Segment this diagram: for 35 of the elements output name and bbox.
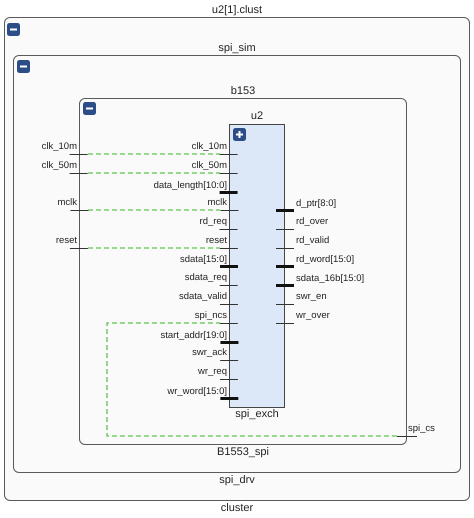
port-pin: wr_req	[198, 366, 238, 380]
instance-name: u2[1].clust	[212, 4, 262, 16]
instance-name: b153	[230, 84, 256, 98]
module-name: spi_drv	[219, 474, 255, 486]
port-pin: clk_50m	[192, 160, 238, 174]
port-pin: reset	[206, 234, 238, 248]
module-name: spi_exch	[235, 408, 279, 421]
port-pin: clk_50m	[42, 160, 88, 174]
port-pin: sdata[15:0]	[180, 254, 238, 268]
port-pin: swr_en	[276, 290, 327, 304]
port-pin: rd_req	[200, 216, 238, 230]
port-pin: spi_cs	[397, 422, 435, 436]
module-name: cluster	[220, 502, 254, 514]
port-pin: d_ptr[8:0]	[276, 198, 336, 212]
port-pin: start_addr[19:0]	[160, 330, 238, 344]
port-pin: mclk	[207, 196, 238, 210]
port-pin: swr_ack	[192, 346, 238, 360]
port-pin: wr_over	[276, 310, 330, 324]
port-pin: data_length[10:0]	[154, 180, 238, 194]
port-pin: rd_word[15:0]	[276, 254, 354, 268]
port-pin: sdata_valid	[178, 290, 238, 304]
port-pin: rd_valid	[276, 234, 330, 248]
port-pin: clk_10m	[42, 140, 88, 154]
instance-name: spi_sim	[218, 42, 256, 54]
port-pin: spi_ncs	[194, 310, 238, 324]
instance-name: u2	[250, 110, 264, 123]
port-pin: rd_over	[276, 216, 328, 230]
port-pin: mclk	[57, 196, 88, 210]
wire	[106, 322, 397, 437]
port-pin: clk_10m	[192, 140, 238, 154]
module-name: B1553_spi	[217, 446, 269, 458]
port-pin: sdata_req	[184, 272, 238, 286]
port-pin: reset	[56, 234, 88, 248]
port-pin: sdata_16b[15:0]	[276, 272, 364, 286]
port-pin: wr_word[15:0]	[167, 386, 238, 400]
